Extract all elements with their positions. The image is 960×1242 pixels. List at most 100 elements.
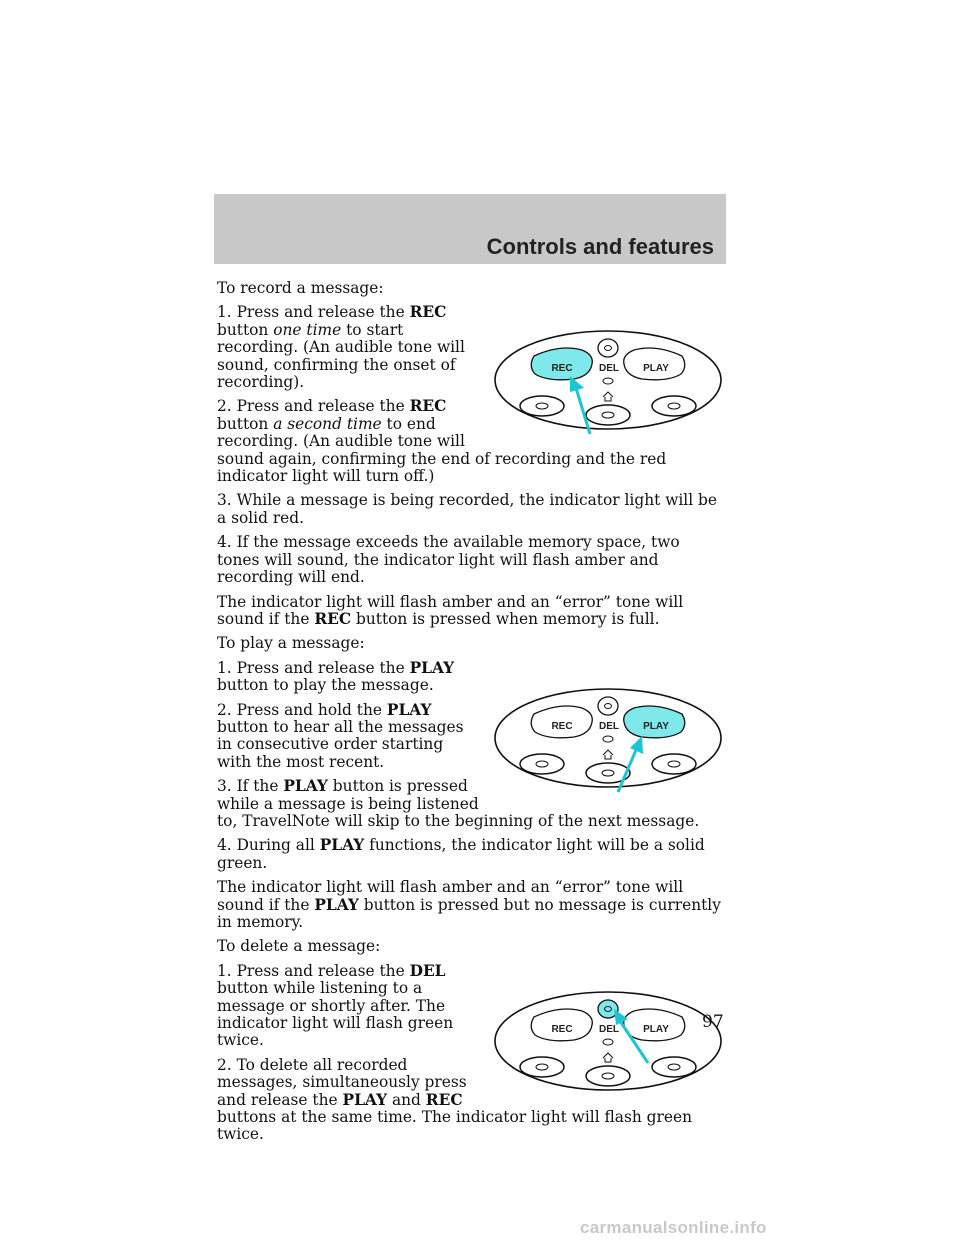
text-run: button is pressed but no message is curr… xyxy=(217,895,721,931)
right-button-mark-icon xyxy=(667,760,681,768)
rec-button[interactable] xyxy=(530,1008,593,1042)
right-homelink-button[interactable] xyxy=(651,752,697,775)
pointer-arrow-shaft xyxy=(618,1019,650,1064)
text-run: functions, the indicator light will be a… xyxy=(217,836,705,872)
left-homelink-button[interactable] xyxy=(519,395,565,418)
play-term: PLAY xyxy=(283,777,328,796)
rec-label: REC xyxy=(551,721,572,732)
mic-icon xyxy=(602,735,614,743)
text-run: button while listening to a message or s… xyxy=(217,979,454,1050)
rec-term: REC xyxy=(425,1090,463,1109)
del-term: DEL xyxy=(409,961,446,980)
center-homelink-button[interactable] xyxy=(585,1065,631,1087)
console-outline xyxy=(494,991,722,1091)
play-step-2: 2. Press and hold the PLAY button to hea… xyxy=(217,700,722,772)
home-icon xyxy=(602,1052,614,1063)
pointer-arrow-shaft xyxy=(616,749,638,793)
rec-term: REC xyxy=(314,609,352,628)
indicator-light-icon xyxy=(604,702,612,709)
del-button[interactable] xyxy=(597,338,619,359)
header-band: Controls and features xyxy=(214,194,726,264)
text-run: 2. To delete all recorded messages, simu… xyxy=(217,1055,467,1109)
left-button-mark-icon xyxy=(535,760,549,768)
indicator-light-icon xyxy=(604,345,612,352)
play-error-note: The indicator light will flash amber and… xyxy=(217,878,722,931)
rec-term: REC xyxy=(409,303,447,322)
text-run: button to hear all the messages in conse… xyxy=(217,717,464,771)
play-term: PLAY xyxy=(409,658,455,677)
text-run: button xyxy=(217,414,274,433)
delete-intro: To delete a message: xyxy=(217,937,381,956)
text-run: The indicator light will flash amber and… xyxy=(217,878,684,914)
play-label: PLAY xyxy=(643,1024,669,1035)
record-error-note: The indicator light will flash amber and… xyxy=(217,593,722,629)
rec-button[interactable] xyxy=(530,705,593,739)
play-button[interactable] xyxy=(623,347,686,381)
text-run: 1. Press and release the xyxy=(217,961,410,980)
delete-step-1: 1. Press and release the DEL button whil… xyxy=(217,961,722,1050)
center-homelink-button[interactable] xyxy=(585,761,631,784)
left-button-mark-icon xyxy=(535,402,549,410)
console-outline xyxy=(494,687,722,788)
pointer-arrow-icon xyxy=(630,735,643,754)
text-run: button to play the message. xyxy=(217,676,434,695)
pointer-arrow-icon xyxy=(614,1008,628,1025)
text-run: buttons at the same time. The indicator … xyxy=(217,1108,692,1144)
emphasis: a second time xyxy=(273,414,382,433)
play-term: PLAY xyxy=(386,700,432,719)
text-run: to start recording. (An audible tone wil… xyxy=(217,320,465,392)
right-homelink-button[interactable] xyxy=(651,395,697,418)
rec-button[interactable] xyxy=(530,347,593,381)
text-run: button is pressed while a message is bei… xyxy=(217,777,700,830)
center-button-mark-icon xyxy=(601,1072,615,1080)
rec-label: REC xyxy=(551,363,572,374)
play-term: PLAY xyxy=(342,1090,388,1109)
pointer-arrow-shaft xyxy=(574,387,592,435)
right-button-mark-icon xyxy=(667,1063,681,1071)
record-step-4: 4. If the message exceeds the available … xyxy=(217,533,680,587)
center-button-mark-icon xyxy=(601,411,615,419)
play-label: PLAY xyxy=(643,363,669,374)
del-button[interactable] xyxy=(597,999,619,1019)
delete-step-2: 2. To delete all recorded messages, simu… xyxy=(217,1055,722,1144)
play-intro: To play a message: xyxy=(217,634,365,653)
play-button[interactable] xyxy=(623,705,686,739)
home-icon xyxy=(602,391,614,402)
text-run: button is pressed when memory is full. xyxy=(351,609,660,628)
del-button[interactable] xyxy=(597,696,619,716)
play-step-3: 3. If the PLAY button is pressed while a… xyxy=(217,777,722,830)
left-homelink-button[interactable] xyxy=(519,1056,565,1078)
record-step-3: 3. While a message is being recorded, th… xyxy=(217,491,717,527)
console-del-svg: REC DEL PLAY xyxy=(494,991,722,1091)
page-content: To record a message: REC DEL PLAY 1. Pre… xyxy=(217,279,722,1151)
play-term: PLAY xyxy=(319,836,365,855)
text-run: button xyxy=(217,320,274,339)
console-rec-svg: REC DEL PLAY xyxy=(494,330,722,435)
record-step-2: 2. Press and release the REC button a se… xyxy=(217,398,722,485)
text-run: and xyxy=(387,1090,426,1109)
del-label: DEL xyxy=(599,721,619,732)
section-title: Controls and features xyxy=(486,234,714,259)
travelnote-diagram-del: REC DEL PLAY xyxy=(490,987,728,1095)
travelnote-diagram-play: REC DEL PLAY xyxy=(490,684,728,796)
home-icon xyxy=(602,749,614,760)
play-term: PLAY xyxy=(314,895,359,914)
del-label: DEL xyxy=(599,1024,619,1035)
emphasis: one time xyxy=(273,320,342,339)
travelnote-diagram-rec: REC DEL PLAY xyxy=(490,326,728,438)
rec-label: REC xyxy=(551,1024,572,1035)
record-intro: To record a message: xyxy=(217,279,384,297)
text-run: 2. Press and release the xyxy=(217,397,410,416)
text-run: to end recording. (An audible tone will … xyxy=(217,414,667,486)
right-homelink-button[interactable] xyxy=(651,1056,697,1078)
text-run: 2. Press and hold the xyxy=(217,700,387,719)
left-homelink-button[interactable] xyxy=(519,752,565,775)
play-step-1: 1. Press and release the PLAY button to … xyxy=(217,658,722,695)
center-homelink-button[interactable] xyxy=(585,404,631,427)
pointer-arrow-icon xyxy=(570,376,584,393)
center-button-mark-icon xyxy=(601,769,615,777)
right-button-mark-icon xyxy=(667,402,681,410)
watermark[interactable]: carmanualsonline.info xyxy=(580,1218,767,1237)
del-label: DEL xyxy=(599,363,619,374)
page-number: 97 xyxy=(702,1012,724,1032)
